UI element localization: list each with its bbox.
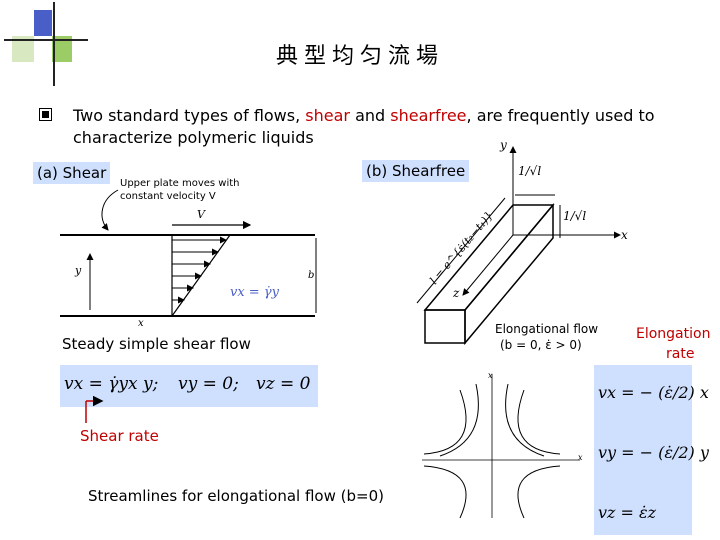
z-axis [462, 234, 514, 296]
caption-steady-shear: Steady simple shear flow [62, 335, 251, 353]
dim-side-label: 1/√l [563, 209, 586, 223]
eq-vx: vx = γ̇yx y; [64, 374, 159, 394]
bullet-shearfree-word: shearfree [390, 106, 467, 125]
eq-vz: vz = 0 [256, 374, 311, 394]
axis-z-label: z [452, 286, 460, 300]
elongation-equation-box: vx = − (ε̇/2) x vy = − (ε̇/2) y vz = ε̇z [594, 365, 709, 535]
elong-eq-vx: vx = − (ε̇/2) x [598, 383, 709, 402]
dim-length-line [416, 197, 506, 304]
streamlines-diagram: x x [422, 371, 583, 519]
logo-light-block [12, 36, 34, 62]
checkbox-bullet-icon [39, 108, 52, 121]
b-label: b [308, 270, 314, 281]
bullet-part: , are frequently used to [466, 106, 655, 125]
caption-elongation-rate: Elongation rate [636, 324, 720, 364]
x-label: x [138, 318, 144, 329]
streamline [423, 389, 467, 455]
logo-blue-block [34, 10, 52, 36]
axis-y-label: y [499, 138, 507, 152]
v-label: V [197, 208, 206, 221]
streamline [439, 383, 479, 457]
rate-word: rate [666, 346, 695, 362]
elongational-flow-params: (b = 0, ε̇ > 0) [500, 338, 582, 352]
bullet-part: and [349, 106, 391, 125]
vx-label: vx = γ̇y [230, 285, 280, 300]
caption-streamlines: Streamlines for elongational flow (b=0) [88, 487, 384, 505]
tag-shear: (a) Shear [33, 162, 111, 184]
corner-logo [4, 2, 88, 86]
upper-plate-note: Upper plate moves with [120, 178, 240, 189]
shear-rate-pointer [85, 395, 104, 423]
bullet-text: Two standard types of flows, shear and s… [73, 105, 713, 149]
stream-y-label: x [488, 371, 493, 380]
shearfree-diagram: y x z 1/√l 1/√l l = e^{ε̇(t₂−t₁)} Elonga… [416, 138, 628, 352]
stream-x-label: x [578, 453, 583, 462]
streamline [423, 465, 467, 519]
elongation-word: Elongation [636, 326, 711, 342]
upper-plate-note-2: constant velocity V [120, 191, 216, 202]
logo-green-block [52, 36, 72, 62]
slide-title: 典型均匀流場 [275, 44, 444, 69]
bullet-shear-word: shear [305, 106, 350, 125]
streamline [517, 465, 561, 519]
elong-eq-vy: vy = − (ε̇/2) y [598, 443, 709, 462]
streamline [505, 383, 545, 457]
bullet-line2: characterize polymeric liquids [73, 128, 314, 147]
shear-equation-box: vx = γ̇yx y; vy = 0; vz = 0 [60, 365, 318, 407]
bar-front-face [424, 309, 466, 344]
streamline [517, 389, 561, 455]
y-label: y [74, 264, 82, 277]
length-label: l = e^{ε̇(t₂−t₁)} [427, 209, 495, 287]
axis-x-label: x [621, 228, 628, 242]
note-pointer [101, 189, 119, 231]
tag-shearfree: (b) Shearfree [362, 160, 470, 182]
bullet-part: Two standard types of flows, [73, 106, 306, 125]
dim-top-label: 1/√l [518, 164, 541, 178]
elong-eq-vz: vz = ε̇z [598, 503, 657, 522]
elongational-flow-caption: Elongational flow [495, 322, 598, 336]
caption-shear-rate: Shear rate [80, 427, 159, 445]
bar-side-face [464, 202, 554, 346]
eq-vy: vy = 0; [178, 374, 239, 394]
shear-flow-diagram: Upper plate moves with constant velocity… [60, 178, 317, 329]
